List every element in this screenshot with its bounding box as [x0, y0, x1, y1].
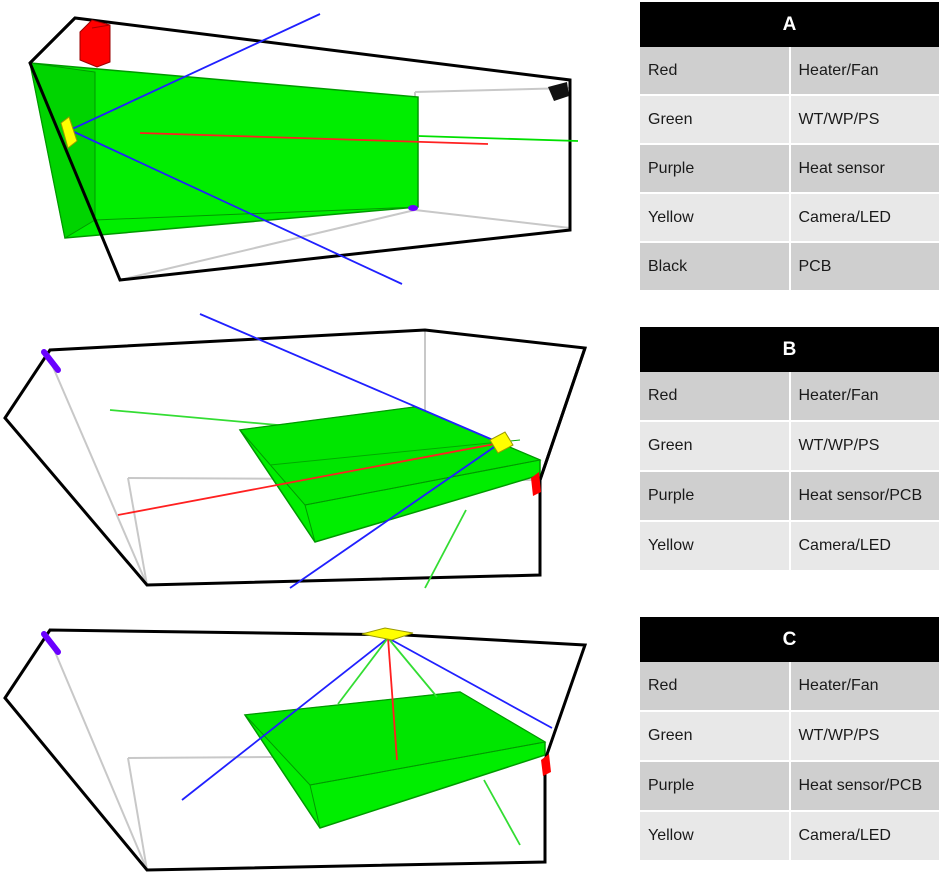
pcb-black — [548, 82, 569, 101]
legend-component: Heat sensor/PCB — [789, 761, 939, 812]
green-axis-line — [483, 779, 521, 846]
camera-led-yellow — [60, 116, 78, 149]
legend-row: Yellow Camera/LED — [640, 193, 939, 243]
legend-table-b: B Red Heater/Fan Green WT/WP/PS Purple H… — [640, 327, 939, 572]
water-tank-green — [238, 406, 542, 543]
legend-title: A — [640, 2, 939, 47]
legend-title: B — [640, 327, 939, 372]
legend-component: Heater/Fan — [789, 47, 939, 96]
legend-color-name: Yellow — [640, 811, 791, 862]
legend-component: Camera/LED — [789, 811, 939, 862]
legend-row: Green WT/WP/PS — [640, 421, 939, 472]
legend-color-name: Purple — [640, 144, 791, 194]
heater-fan-red — [541, 754, 551, 776]
legend-row: Red Heater/Fan — [640, 372, 939, 422]
legend-row: Yellow Camera/LED — [640, 521, 939, 572]
legend-color-name: Purple — [640, 761, 791, 812]
legend-component: WT/WP/PS — [789, 711, 939, 762]
green-axis-line — [337, 637, 389, 705]
legend-color-name: Red — [640, 662, 791, 712]
heat-sensor-pcb-purple — [41, 349, 61, 373]
legend-color-name: Green — [640, 95, 791, 145]
legend-color-name: Red — [640, 47, 791, 96]
legend-row: Purple Heat sensor — [640, 144, 939, 194]
legend-color-name: Green — [640, 421, 791, 472]
legend-color-name: Black — [640, 242, 791, 292]
legend-row: Purple Heat sensor/PCB — [640, 761, 939, 812]
legend-color-name: Yellow — [640, 521, 791, 572]
enclosure-diagram-a — [0, 0, 600, 300]
heat-sensor-pcb-purple — [41, 631, 61, 655]
legend-title: C — [640, 617, 939, 662]
blue-axis-line — [69, 13, 321, 131]
green-axis-line — [109, 409, 301, 428]
legend-color-name: Red — [640, 372, 791, 422]
legend-component: Heater/Fan — [789, 372, 939, 422]
legend-table-c: C Red Heater/Fan Green WT/WP/PS Purple H… — [640, 617, 939, 862]
camera-led-yellow — [489, 431, 514, 454]
legend-component: WT/WP/PS — [789, 421, 939, 472]
blue-axis-line — [289, 442, 501, 589]
legend-component: Camera/LED — [789, 521, 939, 572]
box-near-edges — [28, 16, 572, 282]
legend-table-a: A Red Heater/Fan Green WT/WP/PS Purple H… — [640, 2, 939, 292]
legend-row: Red Heater/Fan — [640, 662, 939, 712]
enclosure-diagram-b — [0, 300, 600, 600]
legend-component: WT/WP/PS — [789, 95, 939, 145]
legend-component: Heat sensor — [789, 144, 939, 194]
legend-row: Yellow Camera/LED — [640, 811, 939, 862]
diagram-c-canvas — [3, 627, 588, 872]
heater-fan-red — [79, 19, 111, 68]
red-axis-line — [387, 637, 398, 761]
box-near-edge — [538, 347, 587, 481]
legend-color-name: Green — [640, 711, 791, 762]
legend-component: PCB — [789, 242, 939, 292]
legend-row: Green WT/WP/PS — [640, 95, 939, 145]
blue-axis-line — [387, 637, 553, 729]
legend-row: Green WT/WP/PS — [640, 711, 939, 762]
legend-component: Heat sensor/PCB — [789, 471, 939, 522]
heater-fan-red — [531, 472, 541, 496]
legend-row: Black PCB — [640, 242, 939, 292]
blue-axis-line — [199, 313, 501, 444]
enclosure-diagram-c — [0, 600, 600, 877]
blue-axis-line — [69, 129, 403, 285]
legend-row: Red Heater/Fan — [640, 47, 939, 96]
legend-row: Purple Heat sensor/PCB — [640, 471, 939, 522]
legend-color-name: Yellow — [640, 193, 791, 243]
legend-component: Camera/LED — [789, 193, 939, 243]
heat-sensor-purple — [408, 205, 418, 211]
legend-component: Heater/Fan — [789, 662, 939, 712]
red-axis-line — [139, 132, 489, 145]
red-axis-line — [117, 442, 501, 516]
diagram-b-canvas — [3, 313, 588, 589]
green-axis-line — [417, 135, 579, 142]
diagram-a-canvas — [28, 13, 579, 285]
green-axis-line — [424, 509, 467, 589]
camera-led-yellow — [361, 627, 414, 641]
green-axis-line — [387, 637, 438, 698]
legend-color-name: Purple — [640, 471, 791, 522]
box-near-edges — [3, 628, 588, 872]
blue-axis-line — [181, 637, 389, 801]
water-tank-green — [29, 62, 419, 239]
